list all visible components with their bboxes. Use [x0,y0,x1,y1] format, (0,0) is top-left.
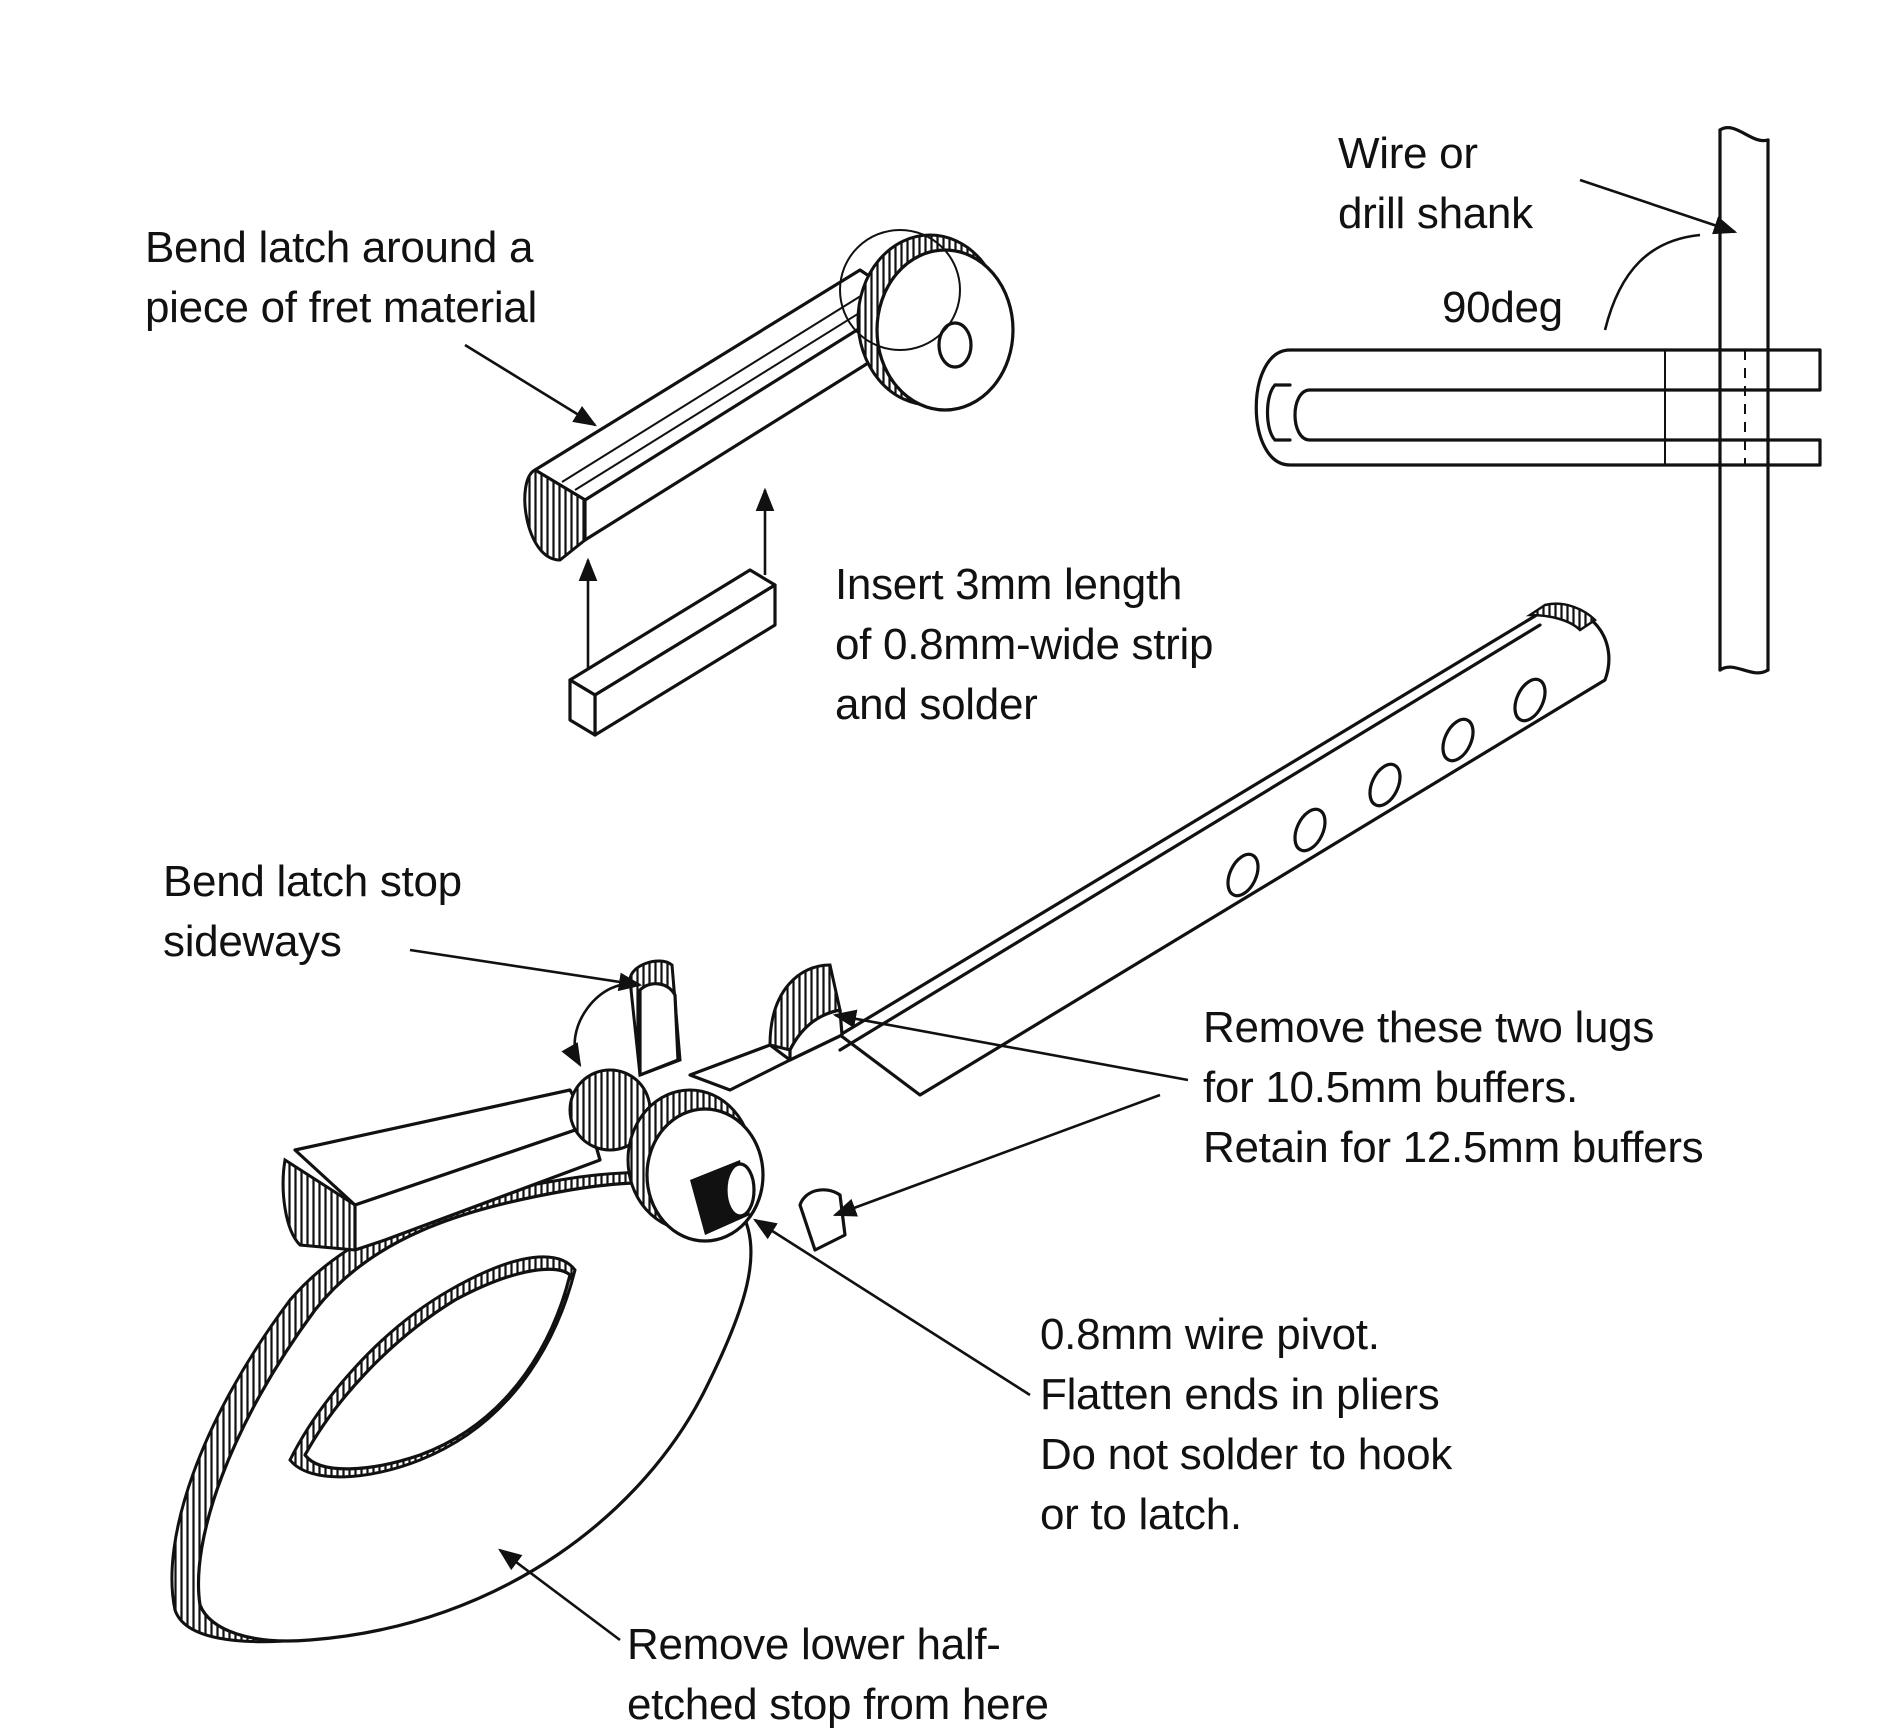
buffer-hook-drawing [170,602,1611,1644]
pivot-label: 0.8mm wire pivot. Flatten ends in pliers… [1040,1310,1452,1539]
fret-strip-drawing [568,568,777,737]
insert-strip-label: Insert 3mm length of 0.8mm-wide strip an… [835,560,1214,729]
remove-stop-label: Remove lower half- etched stop from here [627,1620,1049,1729]
shank-detail-drawing [1254,126,1822,675]
angle-label: 90deg [1442,283,1563,332]
latch-part-drawing [523,229,1015,562]
bend-latch-label: Bend latch around a piece of fret materi… [145,223,538,332]
wire-shank-label: Wire or drill shank [1338,129,1533,238]
leader-lines [409,343,1189,1642]
remove-lugs-label: Remove these two lugs for 10.5mm buffers… [1203,1003,1704,1172]
bend-stop-label: Bend latch stop sideways [163,857,462,966]
